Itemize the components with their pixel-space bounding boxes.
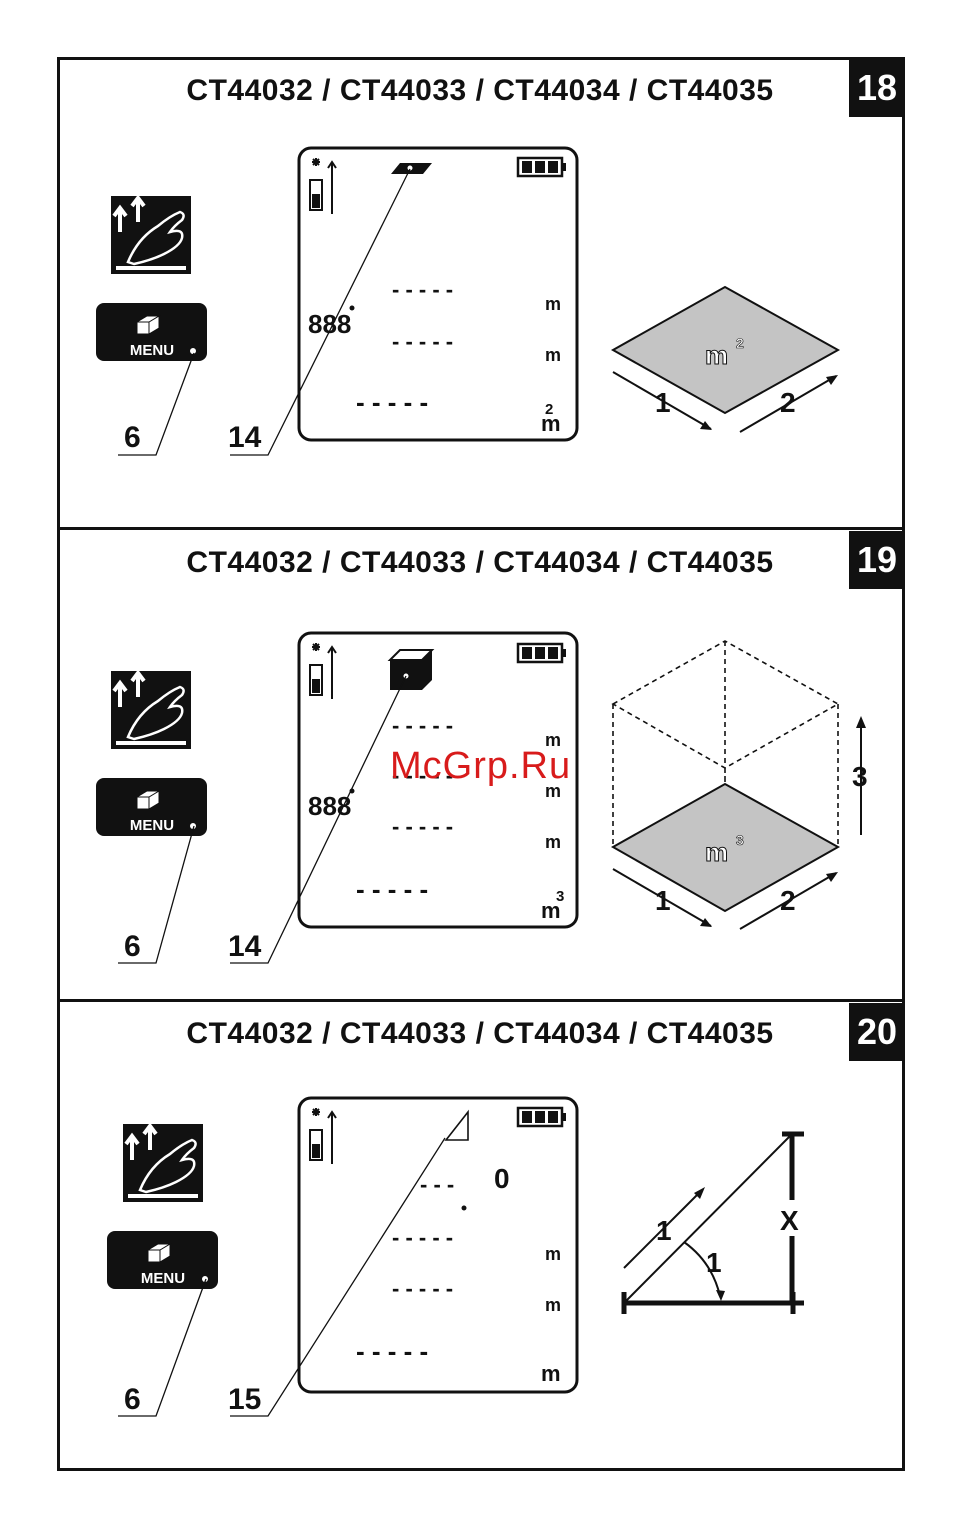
panel-divider	[57, 999, 905, 1002]
watermark: McGrp.Ru	[390, 745, 572, 787]
panel-divider	[57, 527, 905, 530]
panel-title: CT44032 / CT44033 / CT44034 / CT44035	[186, 74, 774, 107]
menu-label: MENU	[141, 1270, 185, 1287]
unit-label: m	[545, 1295, 561, 1315]
area-label: m	[705, 340, 728, 370]
display-row: - - - - -	[356, 1336, 428, 1366]
panel-title: CT44032 / CT44033 / CT44034 / CT44035	[186, 1017, 774, 1050]
lcd-display: 888 - - - - - - - - - - - - - - - - - - …	[297, 631, 579, 929]
finger-press-icon	[111, 194, 191, 274]
angle-digit: 0	[494, 1163, 510, 1194]
leader-line	[118, 1278, 207, 1417]
finger-press-icon	[111, 669, 191, 749]
leader-line	[230, 168, 411, 456]
leader-line	[118, 352, 195, 456]
battery-icon	[516, 1106, 566, 1128]
unknown-height-label: X	[780, 1205, 799, 1236]
side-label-1: 1	[655, 387, 671, 418]
side-label-2: 2	[780, 387, 796, 418]
display-row: - - - - -	[392, 713, 453, 738]
leader-line	[230, 1137, 446, 1417]
unit-superscript: 2	[545, 401, 553, 418]
display-row: - - - - -	[392, 763, 453, 788]
angle-mode-icon	[444, 1109, 469, 1141]
volume-figure: m 3 1 2 3	[610, 640, 868, 930]
panel-19-graphics: MENU 888 - - - - - - - - - - - - - - -	[96, 631, 868, 964]
laser-pointer-icon	[309, 643, 337, 699]
callout-number: 6	[124, 1383, 141, 1416]
menu-button-icon: MENU	[96, 778, 207, 836]
side-label-2: 2	[780, 885, 796, 916]
menu-label: MENU	[130, 342, 174, 359]
angle-label: 1	[706, 1247, 722, 1278]
panel-number: 19	[849, 531, 905, 589]
unit-label: m	[545, 294, 561, 314]
laser-pointer-icon	[309, 1108, 337, 1164]
display-row: - - - - -	[392, 814, 453, 839]
digit-readout: 888	[308, 309, 351, 339]
leader-line	[118, 825, 195, 964]
display-row: - - - - -	[392, 1276, 453, 1301]
callout-number: 6	[124, 930, 141, 963]
unit-label: m	[545, 832, 561, 852]
menu-label: MENU	[130, 817, 174, 834]
unit-label: m	[545, 345, 561, 365]
callout-number: 14	[228, 421, 262, 454]
area-superscript: 2	[736, 335, 744, 351]
volume-superscript: 3	[736, 832, 744, 848]
leader-line	[230, 675, 407, 964]
menu-button-icon: MENU	[96, 303, 207, 361]
panel-number: 18	[849, 59, 905, 117]
triangle-figure: X 1 1	[621, 1131, 804, 1314]
unit-label: m	[541, 898, 561, 923]
panel-20-graphics: MENU - - - 0 - - - - - - - - - - - - - -…	[107, 1096, 804, 1417]
side-label-1: 1	[655, 885, 671, 916]
volume-mode-icon	[387, 649, 435, 690]
panel-title: CT44032 / CT44033 / CT44034 / CT44035	[186, 546, 774, 579]
callout-number: 14	[228, 930, 262, 963]
unit-superscript: 3	[556, 888, 564, 905]
display-row: - - - - -	[392, 1225, 453, 1250]
menu-button-icon: MENU	[107, 1231, 218, 1289]
unit-label: m	[545, 730, 561, 750]
volume-label: m	[705, 837, 728, 867]
display-row: - - - - -	[392, 329, 453, 354]
unit-label: m	[541, 1361, 561, 1386]
display-row: - - - - -	[392, 277, 453, 302]
laser-pointer-icon	[309, 158, 337, 214]
area-figure: m 2 1 2	[610, 285, 841, 433]
callout-number: 6	[124, 421, 141, 454]
panel-18-graphics: MENU 888 - - - - - - - - - - - - - - - m…	[96, 146, 841, 456]
display-row: - - - - -	[356, 387, 428, 417]
battery-icon	[516, 642, 566, 664]
callout-number: 15	[228, 1383, 262, 1416]
battery-icon	[516, 156, 566, 178]
finger-press-icon	[123, 1122, 203, 1202]
lcd-display: - - - 0 - - - - - - - - - - - - - - - m …	[297, 1096, 579, 1394]
hypotenuse-label: 1	[656, 1215, 672, 1246]
display-row: - - -	[420, 1172, 454, 1197]
unit-label: m	[545, 1244, 561, 1264]
unit-label: m	[541, 411, 561, 436]
lcd-display: 888 - - - - - - - - - - - - - - - m m m …	[297, 146, 579, 442]
display-row: - - - - -	[356, 874, 428, 904]
unit-label: m	[545, 781, 561, 801]
side-label-3: 3	[852, 761, 868, 792]
page-frame	[57, 57, 905, 1471]
panel-number: 20	[849, 1003, 905, 1061]
